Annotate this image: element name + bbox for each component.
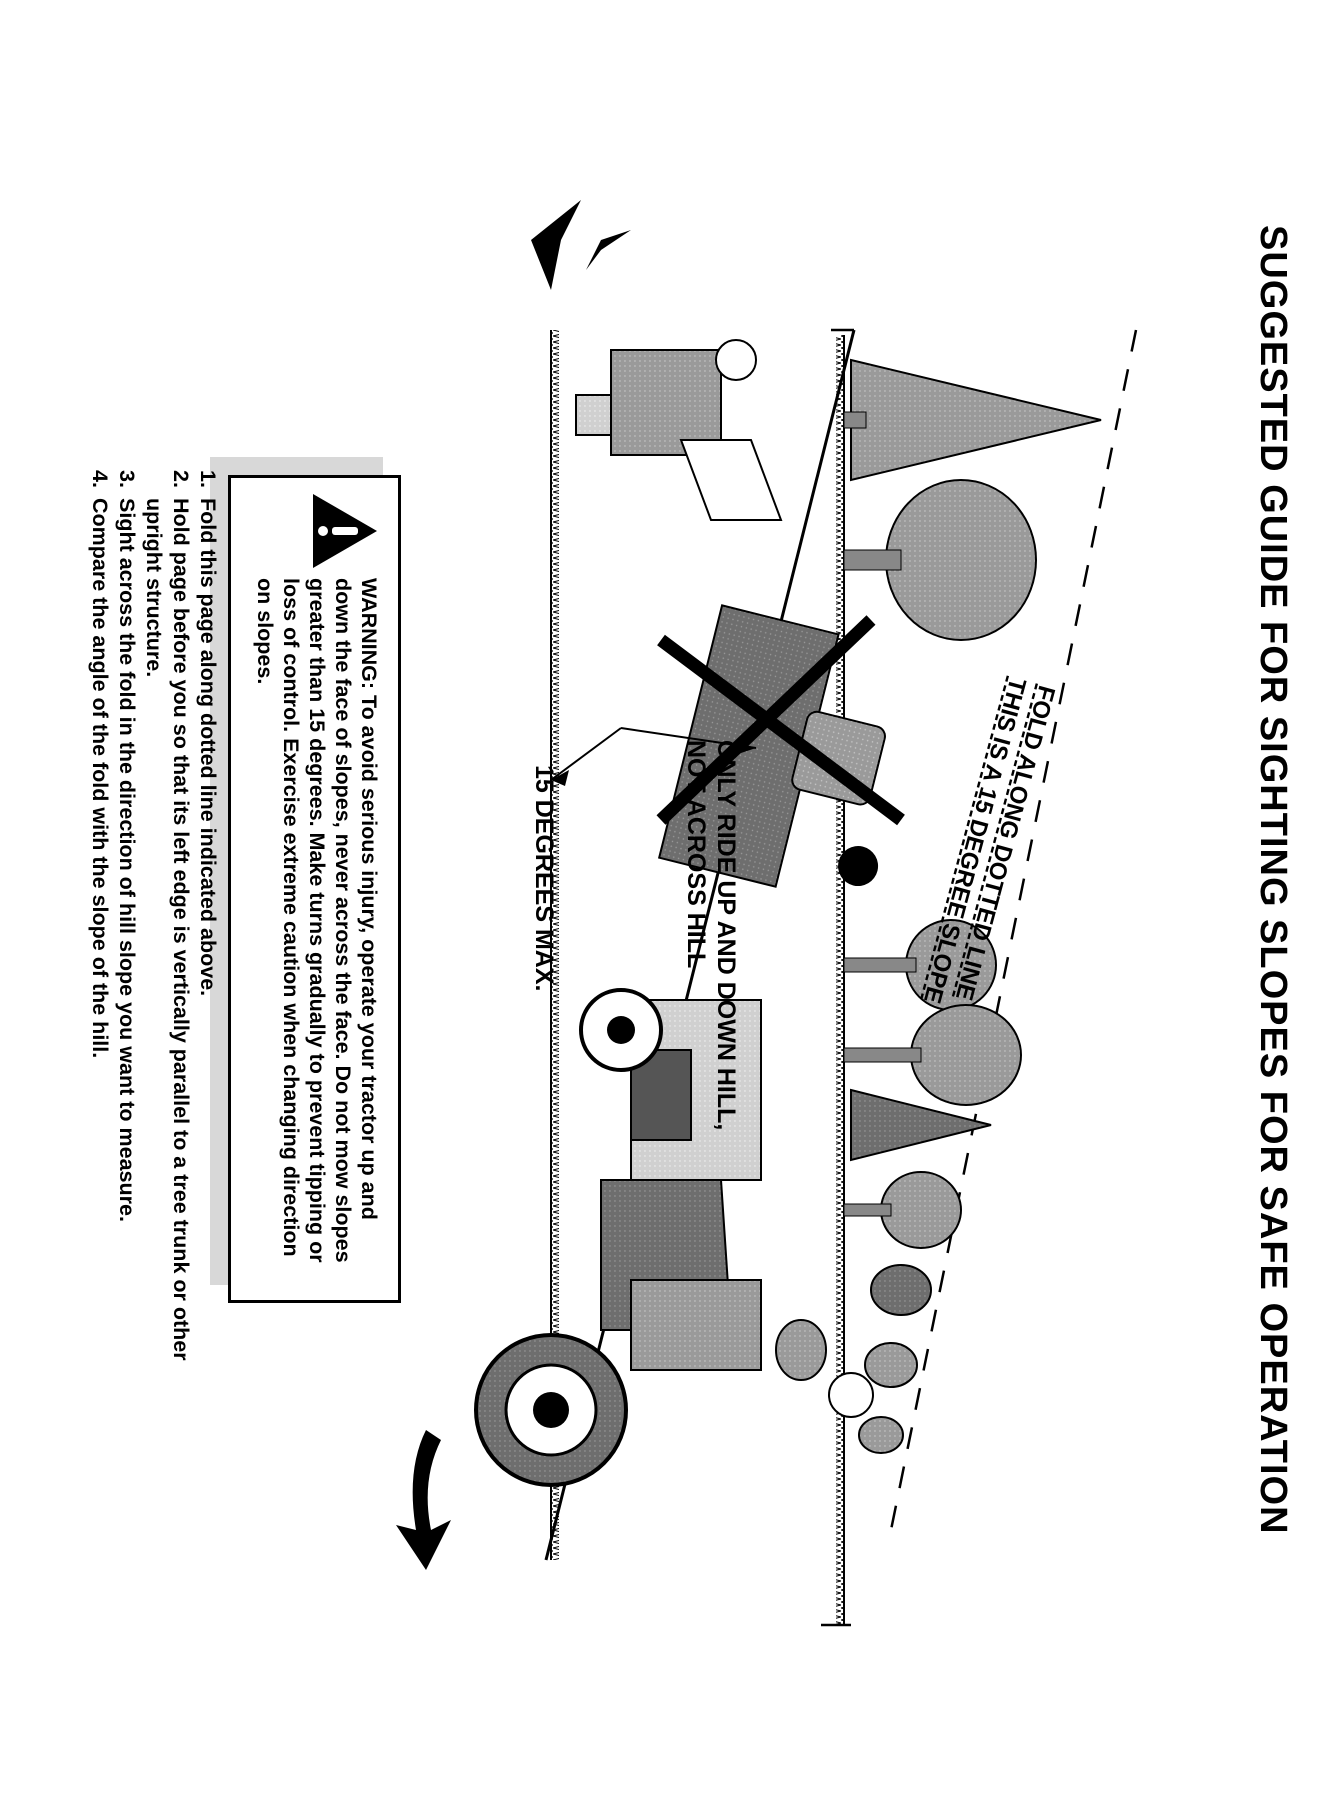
warning-triangle-icon — [313, 494, 377, 568]
person-sighting — [531, 200, 783, 521]
list-item: 4.Compare the angle of the fold with the… — [88, 470, 112, 1059]
hill-label-line-2: NOT ACROSS HILL — [682, 740, 710, 969]
warning-text: WARNING: To avoid serious injury, operat… — [253, 578, 381, 1263]
hill-direction-label: ONLY RIDE UP AND DOWN HILL, NOT ACROSS H… — [681, 740, 741, 1160]
list-item: 1.Fold this page along dotted line indic… — [196, 470, 220, 997]
warning-box: WARNING: To avoid serious injury, operat… — [228, 475, 401, 1303]
tree-row — [843, 358, 1102, 1454]
degree-max-label: 15 DEGREES MAX. — [530, 765, 558, 992]
instruction-steps: 1.Fold this page along dotted line indic… — [86, 470, 221, 1390]
fold-dashed-line — [889, 329, 1138, 1531]
list-item: 3.Sight across the fold in the direction… — [115, 470, 139, 1222]
hill-label-line-1: ONLY RIDE UP AND DOWN HILL, — [712, 740, 740, 1131]
list-item: 2.Hold page before you so that its left … — [142, 470, 193, 1361]
tractor-up-hill — [474, 988, 874, 1487]
up-hill-arrow — [396, 1430, 451, 1570]
